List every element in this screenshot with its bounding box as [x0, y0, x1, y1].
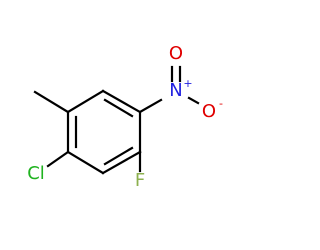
- ring-bond-3: [101, 150, 142, 175]
- structure-canvas: Cl F N + O O -: [27, 43, 224, 191]
- ring-double-bond-inner-1: [103, 98, 134, 118]
- oxygen-right-charge-label: -: [219, 97, 223, 110]
- ring-double-bond-inner-2: [103, 146, 134, 166]
- nitro-bond: [138, 98, 163, 114]
- methyl-bond: [33, 90, 70, 114]
- ring-bond-6: [66, 89, 105, 114]
- chlorine-bond: [46, 150, 70, 168]
- nitrogen-label: N: [169, 80, 182, 101]
- fluorine-label: F: [135, 170, 145, 191]
- oxygen-right-label: O: [202, 101, 216, 122]
- nitrogen-oxygen-single-bond: [187, 96, 200, 105]
- ring-bond-4: [66, 150, 105, 175]
- chlorine-label: Cl: [27, 163, 45, 184]
- oxygen-top-label: O: [169, 43, 183, 64]
- nitrogen-charge-label: +: [183, 77, 192, 90]
- ring-bond-1: [101, 89, 142, 114]
- molecule-structure: Cl F N + O O -: [27, 43, 223, 191]
